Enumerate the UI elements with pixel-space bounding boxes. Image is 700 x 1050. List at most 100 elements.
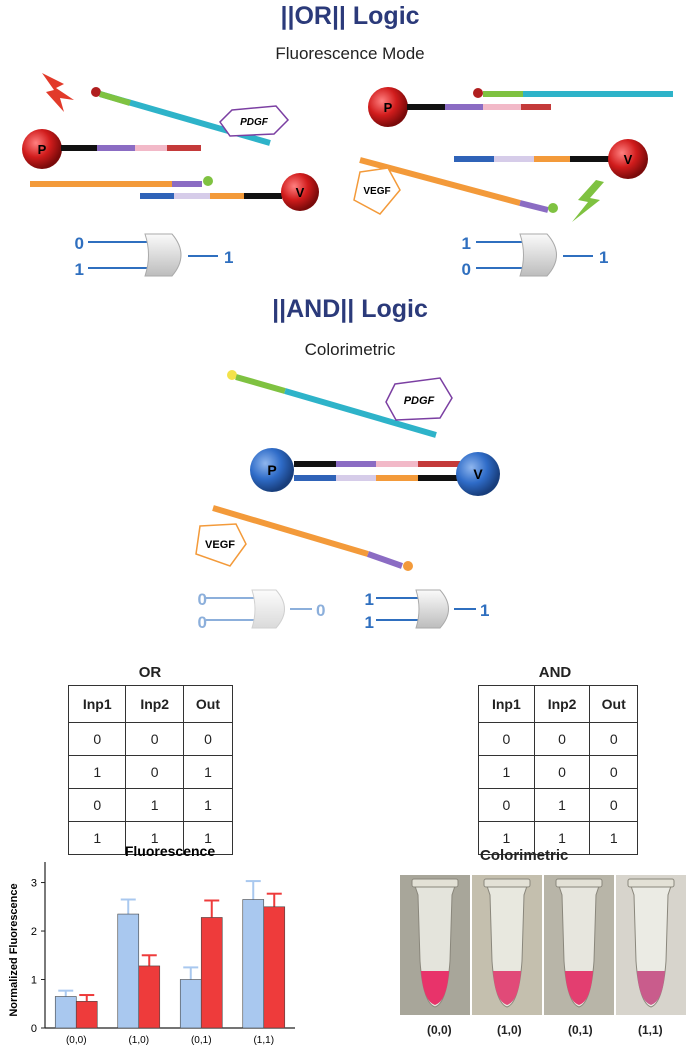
tube-label: (0,1)	[568, 1023, 593, 1037]
pdgf-label: PDGF	[240, 117, 269, 128]
table-cell: 0	[589, 722, 638, 756]
and-gate-left: 0 0 0	[198, 589, 325, 632]
and-mode-label: Colorimetric	[304, 340, 396, 359]
pdgf-hexagon-icon	[385, 377, 453, 421]
bar	[75, 1001, 98, 1029]
tube-cap	[627, 878, 675, 888]
linker	[418, 475, 460, 481]
table-cell: 0	[589, 788, 638, 822]
gate-input-1: 0	[198, 590, 207, 609]
fluorophore-star-icon	[548, 203, 558, 213]
or-left-panel: PDGF P V	[22, 73, 319, 211]
v-particle	[281, 173, 319, 211]
strand-segment	[376, 475, 418, 481]
logic-schematic: PDGF P V P V	[22, 73, 673, 632]
colorimetric-photo	[400, 875, 686, 1015]
strand-segment	[494, 156, 534, 162]
tube-liquid	[493, 971, 521, 1005]
gate-input-2: 0	[462, 260, 471, 279]
or-gate-right: 1 0 1	[462, 233, 608, 279]
table-cell: 0	[533, 755, 591, 789]
table-cell: 0	[125, 722, 184, 756]
strand-segment	[418, 461, 460, 467]
v-particle	[608, 139, 648, 179]
column-header: Inp2	[533, 685, 591, 723]
or-gate-left: 0 1 1	[75, 233, 233, 279]
tube-cap	[555, 878, 603, 888]
p-label: P	[38, 142, 47, 157]
x-tick-label: (0,0)	[66, 1035, 87, 1046]
v-label: V	[624, 152, 633, 167]
and-gate-icon	[519, 233, 557, 277]
gate-input-1: 0	[75, 234, 84, 253]
table-cell: 1	[125, 788, 184, 822]
strand-segment	[483, 91, 523, 97]
table-cell: 1	[478, 755, 535, 789]
strand-segment	[97, 145, 135, 151]
fluorophore-star-icon	[227, 370, 237, 380]
table-cell: 0	[478, 788, 535, 822]
v-label: V	[296, 185, 305, 200]
strand-segment	[174, 193, 210, 199]
strand-segment	[336, 475, 376, 481]
gate-output: 1	[224, 248, 233, 267]
table-cell: 0	[533, 722, 591, 756]
strand-segment	[135, 145, 167, 151]
table-cell: 0	[67, 788, 127, 822]
y-tick-label: 3	[31, 878, 37, 890]
x-tick-label: (0,1)	[191, 1035, 212, 1046]
and-logic-title: ||AND|| Logic	[272, 295, 428, 323]
pdgf-hexagon-icon	[219, 105, 290, 137]
gate-output: 1	[599, 248, 608, 267]
bar	[179, 979, 202, 1029]
p-label: P	[384, 100, 393, 115]
aptamer-strand	[523, 91, 673, 97]
strand-segment	[445, 104, 483, 110]
table-cell: 0	[182, 722, 234, 756]
and-gate-icon	[251, 589, 285, 629]
chart-title: Fluorescence	[125, 843, 215, 859]
gate-input-2: 1	[365, 613, 374, 632]
gate-input-2: 0	[198, 613, 207, 632]
strand-segment	[483, 104, 521, 110]
table-cell: 1	[478, 821, 535, 855]
fluorescence-bar-chart: Fluorescence Normalized Fluorescence 012…	[8, 843, 295, 1046]
v-label: V	[473, 466, 483, 482]
tube-cap	[411, 878, 459, 888]
vegf-pentagon-icon	[353, 167, 401, 215]
tube-liquid	[565, 971, 593, 1005]
table-cell: 0	[478, 722, 535, 756]
strand-segment	[294, 475, 336, 481]
or-right-panel: P V VEGF	[353, 87, 673, 222]
y-tick-label: 1	[31, 975, 37, 987]
table-cell: 1	[182, 755, 234, 789]
y-axis-label: Normalized Fluorescence	[8, 883, 20, 1016]
vegf-pentagon-icon	[195, 523, 247, 567]
strand-segment	[99, 91, 131, 106]
tube-cap	[483, 878, 531, 888]
strand-segment	[367, 551, 403, 569]
pdgf-label: PDGF	[404, 395, 435, 407]
table-header-row: Inp1 Inp2 Out	[478, 685, 638, 723]
table-cell: 1	[589, 821, 638, 855]
p-label: P	[267, 462, 276, 478]
gate-output: 1	[480, 601, 489, 620]
fluorophore-star-icon	[91, 87, 101, 97]
vegf-label: VEGF	[205, 539, 235, 551]
table-cell: 1	[67, 755, 127, 789]
gate-input-1: 1	[462, 234, 471, 253]
table-cell: 0	[67, 722, 127, 756]
strand-segment	[519, 200, 549, 213]
table-cell: 1	[125, 821, 184, 855]
table-cell: 0	[125, 755, 184, 789]
linker	[244, 193, 282, 199]
tube-label: (0,0)	[427, 1023, 452, 1037]
bar	[200, 917, 223, 1029]
gate-input-2: 1	[75, 260, 84, 279]
